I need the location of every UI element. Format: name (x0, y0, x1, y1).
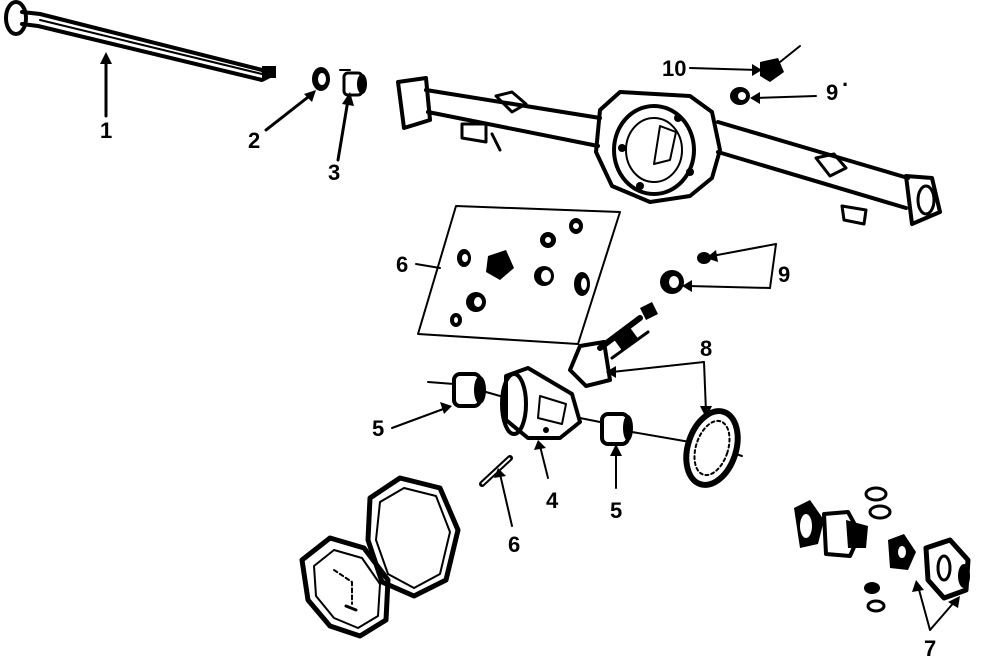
cover-gasket (365, 475, 461, 599)
axle-seal (312, 67, 330, 91)
callout-8: 8 (700, 336, 712, 361)
side-bearing-left (427, 372, 501, 408)
housing-vent (760, 45, 801, 82)
differential-carrier (500, 366, 601, 440)
axle-housing (396, 76, 942, 226)
cross-pin (479, 455, 513, 487)
leader-lines (100, 52, 960, 631)
callout-labels: 1 2 3 10 9 · 6 9 8 5 4 5 6 7 (100, 56, 936, 661)
callout-5-right: 5 (610, 498, 622, 523)
callout-6-pin: 6 (508, 532, 520, 557)
callout-4: 4 (546, 488, 559, 513)
callout-6-kit: 6 (396, 252, 408, 277)
gear-kit-box (417, 205, 621, 345)
ring-gear (683, 408, 743, 488)
callout-9-top-mark: · (842, 72, 849, 97)
callout-1: 1 (100, 118, 112, 143)
callout-9-pinion: 9 (778, 262, 790, 287)
pinion-parts (640, 252, 711, 320)
axle-bearing (339, 69, 367, 97)
axle-shaft (4, 0, 276, 82)
callout-10: 10 (662, 56, 686, 81)
callout-3: 3 (328, 160, 340, 185)
side-bearing-right (600, 412, 691, 446)
drive-pinion (568, 315, 650, 388)
diff-internal-kit (794, 486, 971, 613)
filler-plug (730, 87, 750, 105)
callout-9-top: 9 (826, 80, 838, 105)
callout-2: 2 (248, 128, 260, 153)
differential-cover (299, 535, 391, 639)
callout-7: 7 (924, 636, 936, 661)
callout-5-left: 5 (372, 416, 384, 441)
